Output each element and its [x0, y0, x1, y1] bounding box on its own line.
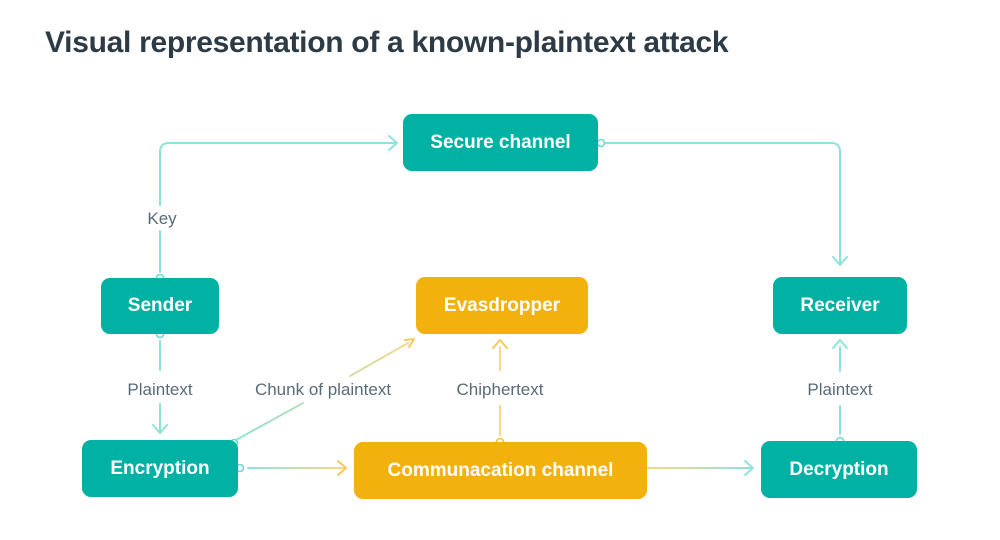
- edge-label-key: Key: [144, 209, 180, 229]
- node-secure-channel: Secure channel: [403, 114, 598, 171]
- edge-communacation-channel-to-decryption: [647, 460, 754, 476]
- edge-label-chiphertext: Chiphertext: [453, 380, 547, 400]
- arrowhead-diagonal-icon: [404, 338, 415, 348]
- edge-secure-channel-to-receiver: [596, 138, 848, 266]
- edge-encryption-to-communacation-channel: [235, 460, 347, 476]
- edge-label-plaintext-right: Plaintext: [804, 380, 876, 400]
- node-evasdropper: Evasdropper: [416, 277, 588, 334]
- node-sender: Sender: [101, 278, 219, 334]
- node-label: Receiver: [800, 294, 880, 316]
- node-label: Communacation channel: [387, 459, 614, 481]
- node-receiver: Receiver: [773, 277, 907, 334]
- arrowhead-right-icon: [337, 460, 347, 476]
- node-encryption: Encryption: [82, 440, 238, 497]
- node-decryption: Decryption: [761, 441, 917, 498]
- arrowhead-down-icon: [152, 424, 168, 434]
- edge-label-plaintext-left: Plaintext: [124, 380, 196, 400]
- node-label: Encryption: [110, 457, 210, 479]
- diagram-title: Visual representation of a known-plainte…: [45, 26, 729, 59]
- node-label: Evasdropper: [443, 294, 561, 316]
- node-label: Secure channel: [430, 131, 571, 153]
- node-communacation-channel: Communacation channel: [354, 442, 647, 499]
- arrowhead-down-icon: [832, 256, 848, 266]
- arrowhead-right-icon: [744, 460, 754, 476]
- arrowhead-up-icon: [492, 339, 508, 349]
- node-label: Sender: [127, 295, 193, 316]
- arrowhead-right-icon: [388, 135, 398, 151]
- edge-sender-to-secure-channel: [155, 135, 398, 283]
- node-label: Decryption: [789, 458, 889, 480]
- edge-label-chunk-of-plaintext: Chunk of plaintext: [251, 380, 395, 400]
- arrowhead-up-icon: [832, 339, 848, 349]
- connector-dot: [596, 138, 606, 148]
